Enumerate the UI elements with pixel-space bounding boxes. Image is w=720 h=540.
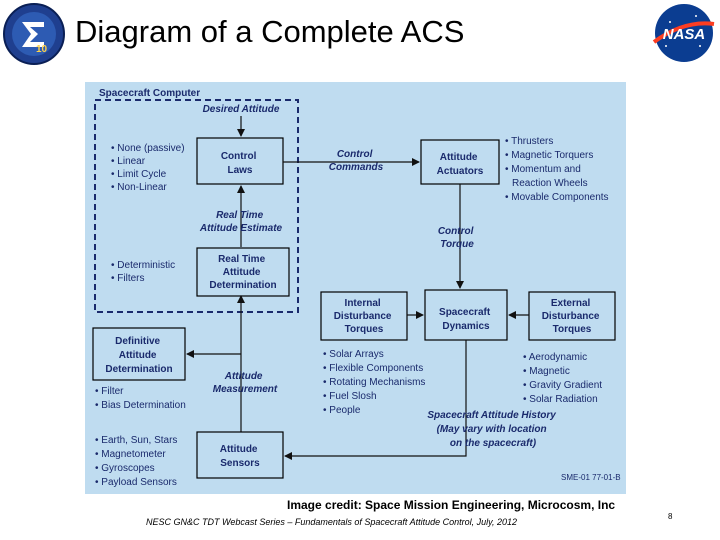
external-torques-box bbox=[528, 291, 616, 341]
definitive-determination-box bbox=[92, 327, 186, 381]
page-number: 8 bbox=[668, 512, 673, 521]
attitude-sensors-text: Attitude Sensors bbox=[220, 444, 261, 469]
sensors-list: • Earth, Sun, Stars • Magnetometer • Gyr… bbox=[95, 435, 180, 488]
definitive-list: • Filter • Bias Determination bbox=[95, 386, 186, 411]
logo-left-text: 10 bbox=[36, 44, 48, 55]
attitude-history-path bbox=[284, 340, 467, 460]
control-laws-list: • None (passive) • Linear • Limit Cycle … bbox=[111, 143, 187, 193]
attitude-sensors-box bbox=[196, 431, 284, 479]
computer-label: Spacecraft Computer bbox=[99, 88, 200, 99]
control-torque-label: Control Torque bbox=[438, 226, 476, 250]
nasa-logo: NASA bbox=[650, 2, 718, 64]
real-time-estimate-label: Real Time Attitude Estimate bbox=[199, 210, 283, 234]
acs-diagram: Spacecraft Computer Desired Attitude Con… bbox=[85, 82, 626, 494]
attitude-measurement-label: Attitude Measurement bbox=[213, 371, 278, 395]
internal-torques-box bbox=[320, 291, 408, 341]
external-list: • Aerodynamic • Magnetic • Gravity Gradi… bbox=[523, 352, 605, 405]
real-time-determination-text: Real Time Attitude Determination bbox=[209, 254, 276, 291]
control-laws-box bbox=[196, 137, 284, 185]
external-torques-text: External Disturbance Torques bbox=[542, 298, 603, 335]
nesc-logo: 10 bbox=[2, 2, 66, 66]
actuators-list: • Thrusters • Magnetic Torquers • Moment… bbox=[505, 136, 609, 203]
spacecraft-computer-boundary bbox=[94, 99, 299, 313]
definitive-determination-text: Definitive Attitude Determination bbox=[105, 336, 172, 375]
nasa-logo-text: NASA bbox=[663, 26, 706, 43]
desired-attitude-label: Desired Attitude bbox=[203, 104, 280, 115]
attitude-actuators-text: Attitude Actuators bbox=[437, 152, 484, 177]
control-laws-text: Control Laws bbox=[221, 151, 259, 176]
internal-torques-text: Internal Disturbance Torques bbox=[334, 298, 395, 335]
control-commands-label: Control Commands bbox=[329, 149, 384, 173]
attitude-actuators-box bbox=[420, 139, 500, 185]
image-credit: Image credit: Space Mission Engineering,… bbox=[287, 498, 616, 512]
slide-title: Diagram of a Complete ACS bbox=[75, 14, 465, 49]
footer-text: NESC GN&C TDT Webcast Series – Fundament… bbox=[146, 517, 517, 527]
real-time-determination-box bbox=[196, 247, 290, 297]
spacecraft-dynamics-text: Spacecraft Dynamics bbox=[439, 307, 493, 332]
figure-id: SME-01 77-01-B bbox=[561, 473, 621, 482]
attitude-history-label: Spacecraft Attitude History (May vary wi… bbox=[427, 410, 558, 449]
internal-list: • Solar Arrays • Flexible Components • R… bbox=[323, 349, 428, 416]
determination-list: • Deterministic • Filters bbox=[111, 260, 178, 284]
